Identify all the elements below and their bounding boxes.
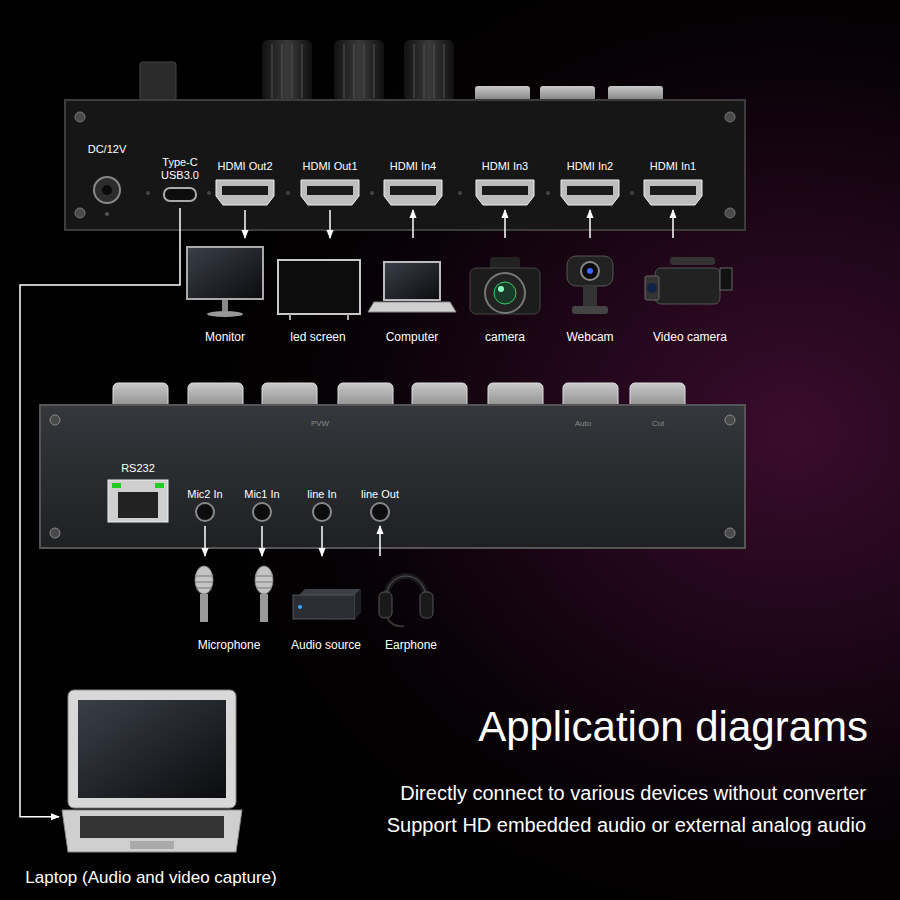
port-label: HDMI Out1 bbox=[302, 160, 357, 173]
port-node: RS232 bbox=[105, 462, 171, 524]
device-label: Monitor bbox=[205, 330, 245, 344]
laptop-node: Laptop (Audio and video capture) bbox=[61, 686, 241, 858]
device-node: Audio source bbox=[282, 558, 370, 652]
device-label: Video camera bbox=[653, 330, 727, 344]
connector-arrow bbox=[589, 210, 591, 238]
device-node: led screen bbox=[273, 240, 363, 344]
device-node: Video camera bbox=[642, 240, 738, 344]
port-node: HDMI In4 bbox=[377, 160, 449, 208]
port-label: HDMI In1 bbox=[650, 160, 696, 173]
laptop-icon bbox=[62, 690, 242, 852]
connector-arrow bbox=[204, 526, 206, 556]
connector-arrow bbox=[672, 210, 674, 238]
port-node: Type-C USB3.0 bbox=[150, 156, 210, 206]
port-label: Mic1 In bbox=[244, 488, 279, 501]
port-label: RS232 bbox=[121, 462, 155, 475]
port-node: HDMI Out1 bbox=[294, 160, 366, 208]
connector-arrow bbox=[261, 526, 263, 556]
device-label: Webcam bbox=[566, 330, 613, 344]
connector-arrow bbox=[412, 210, 414, 238]
port-label: HDMI Out2 bbox=[217, 160, 272, 173]
device-node: Earphone bbox=[373, 558, 449, 652]
connector-arrow bbox=[321, 526, 323, 556]
port-label: Type-C USB3.0 bbox=[157, 156, 203, 182]
device-node: Monitor bbox=[182, 240, 268, 344]
button-caption: PVW bbox=[311, 419, 329, 429]
port-label: HDMI In4 bbox=[390, 160, 436, 173]
port-node: line In bbox=[296, 488, 348, 524]
port-node: Mic1 In bbox=[236, 488, 288, 524]
port-label: line Out bbox=[361, 488, 399, 501]
port-label: line In bbox=[307, 488, 336, 501]
caption-line: Support HD embedded audio or external an… bbox=[387, 813, 866, 837]
button-caption: Cut bbox=[652, 419, 664, 429]
connector-arrow bbox=[244, 210, 246, 238]
diagram-title: Application diagrams bbox=[478, 702, 868, 752]
laptop-label: Laptop (Audio and video capture) bbox=[25, 868, 276, 888]
port-label: HDMI In3 bbox=[482, 160, 528, 173]
port-node: Mic2 In bbox=[179, 488, 231, 524]
port-node: HDMI Out2 bbox=[209, 160, 281, 208]
port-label: DC/12V bbox=[88, 143, 127, 156]
switcher-front-view bbox=[40, 383, 745, 548]
port-node: HDMI In2 bbox=[554, 160, 626, 208]
audio-device-icons bbox=[195, 566, 433, 626]
device-node: camera bbox=[465, 240, 545, 344]
device-label: Computer bbox=[386, 330, 439, 344]
connector-arrow bbox=[20, 208, 180, 817]
device-label: Earphone bbox=[385, 638, 437, 652]
connector-arrow bbox=[504, 210, 506, 238]
connector-arrow bbox=[329, 210, 331, 238]
device-icons bbox=[187, 247, 732, 320]
port-node: line Out bbox=[354, 488, 406, 524]
port-node: HDMI In1 bbox=[637, 160, 709, 208]
connector-arrow bbox=[379, 526, 381, 556]
port-node: HDMI In3 bbox=[469, 160, 541, 208]
port-node: DC/12V bbox=[82, 143, 132, 205]
button-caption: Auto bbox=[575, 419, 591, 429]
device-node: Computer bbox=[368, 240, 456, 344]
caption-line: Directly connect to various devices with… bbox=[400, 781, 866, 805]
device-label: Microphone bbox=[198, 638, 261, 652]
port-label: HDMI In2 bbox=[567, 160, 613, 173]
device-label: camera bbox=[485, 330, 525, 344]
device-node: Webcam bbox=[554, 240, 626, 344]
device-label: led screen bbox=[290, 330, 345, 344]
switcher-top-view bbox=[65, 40, 745, 230]
device-node: Microphone bbox=[179, 558, 279, 652]
device-label: Audio source bbox=[291, 638, 361, 652]
port-label: Mic2 In bbox=[187, 488, 222, 501]
